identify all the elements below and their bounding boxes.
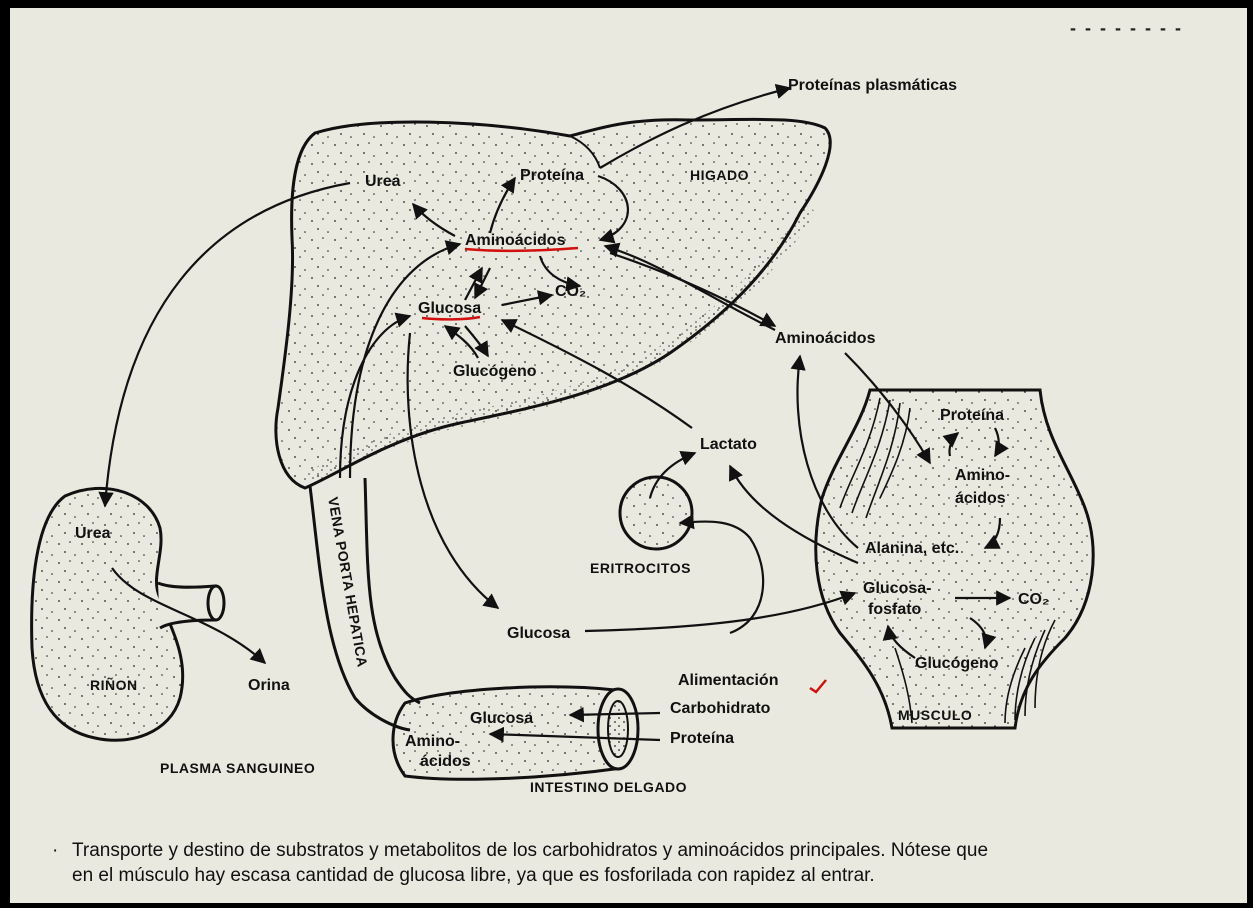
label-urea-liver: Urea — [365, 173, 401, 190]
label-g6p-1: Glucosa- — [863, 580, 931, 597]
label-carbohydrate: Carbohidrato — [670, 700, 771, 717]
label-kidney: RIÑON — [90, 676, 138, 693]
label-protein-liver: Proteína — [520, 167, 584, 184]
arrow-blood-glucose-to-muscle — [585, 593, 855, 631]
label-glycogen-liver: Glucógeno — [453, 363, 537, 380]
label-liver: HIGADO — [690, 167, 749, 183]
label-co2-muscle: CO₂ — [1018, 591, 1049, 608]
caption-line-2: en el músculo hay escasa cantidad de glu… — [72, 863, 1222, 888]
erythrocyte-shape — [620, 477, 692, 549]
label-aminoacids-blood: Aminoácidos — [775, 330, 876, 347]
label-co2-liver: CO₂ — [555, 283, 586, 300]
label-small-intestine: INTESTINO DELGADO — [530, 779, 687, 795]
label-erythrocytes: ERITROCITOS — [590, 560, 691, 576]
label-glycogen-muscle: Glucógeno — [915, 655, 999, 672]
label-protein-food: Proteína — [670, 730, 734, 747]
label-aminoacids-intestine-1: Amino- — [405, 733, 460, 750]
label-aminoacids-liver: Aminoácidos — [465, 232, 566, 249]
kidney-shape — [32, 488, 224, 740]
label-protein-muscle: Proteína — [940, 407, 1004, 424]
page: - - - - - - - - — [10, 8, 1247, 903]
label-plasma-proteins: Proteínas plasmáticas — [788, 77, 957, 94]
label-glucose-intestine: Glucosa — [470, 710, 533, 727]
label-muscle: MUSCULO — [898, 707, 972, 723]
label-glucose-liver: Glucosa — [418, 300, 481, 317]
caption-line-1: Transporte y destino de substratos y met… — [72, 838, 1222, 863]
metabolism-diagram: Proteínas plasmáticas HIGADO Urea Proteí… — [10, 8, 1247, 828]
label-aminoacids-intestine-2: ácidos — [420, 753, 471, 770]
label-aminoacids-muscle-2: ácidos — [955, 490, 1006, 507]
figure-caption: · Transporte y destino de substratos y m… — [72, 838, 1222, 888]
label-feeding: Alimentación — [678, 672, 778, 689]
label-g6p-2: fosfato — [868, 601, 922, 618]
label-lactate: Lactato — [700, 436, 757, 453]
portal-vein-shape — [310, 478, 420, 730]
label-glucose-blood: Glucosa — [507, 625, 570, 642]
label-urine: Orina — [248, 677, 290, 694]
muscle-shape — [816, 390, 1093, 728]
label-urea-kidney: Urea — [75, 525, 111, 542]
caption-bullet: · — [52, 838, 58, 863]
label-blood-plasma: PLASMA SANGUINEO — [160, 760, 315, 776]
label-alanine: Alanina, etc. — [865, 540, 959, 557]
label-aminoacids-muscle-1: Amino- — [955, 467, 1010, 484]
arrow-glucose-to-erythrocyte — [680, 522, 763, 633]
